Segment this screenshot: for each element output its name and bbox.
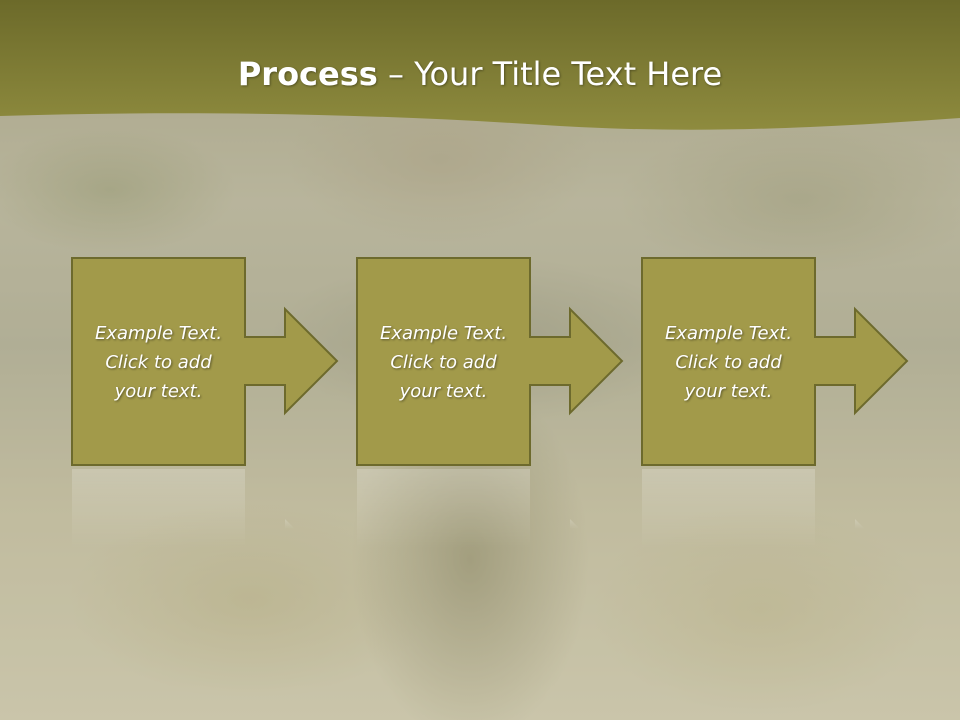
- step-line-3: your text.: [114, 380, 203, 402]
- step-line-1: Example Text.: [379, 322, 508, 344]
- process-step-1[interactable]: Example Text. Click to add your text.: [71, 257, 343, 467]
- step-reflection-3: [642, 469, 865, 549]
- step-arrow-shape: [71, 257, 339, 466]
- step-line-2: Click to add: [105, 351, 212, 373]
- step-text: Example Text. Click to add your text.: [641, 257, 816, 467]
- process-step-3[interactable]: Example Text. Click to add your text.: [641, 257, 913, 467]
- step-line-3: your text.: [399, 380, 488, 402]
- title-rest: – Your Title Text Here: [377, 55, 723, 93]
- step-arrow-shape: [356, 257, 624, 466]
- title-bold: Process: [237, 55, 378, 93]
- step-arrow-shape: [641, 257, 909, 466]
- step-text: Example Text. Click to add your text.: [71, 257, 246, 467]
- process-step-2[interactable]: Example Text. Click to add your text.: [356, 257, 628, 467]
- header-band: [0, 0, 960, 130]
- step-line-1: Example Text.: [94, 322, 223, 344]
- step-line-2: Click to add: [675, 351, 782, 373]
- slide-title[interactable]: Process – Your Title Text Here: [0, 52, 960, 96]
- step-line-3: your text.: [684, 380, 773, 402]
- step-line-2: Click to add: [390, 351, 497, 373]
- step-line-1: Example Text.: [664, 322, 793, 344]
- step-text: Example Text. Click to add your text.: [356, 257, 531, 467]
- step-reflection-1: [72, 469, 295, 549]
- step-reflection-2: [357, 469, 580, 549]
